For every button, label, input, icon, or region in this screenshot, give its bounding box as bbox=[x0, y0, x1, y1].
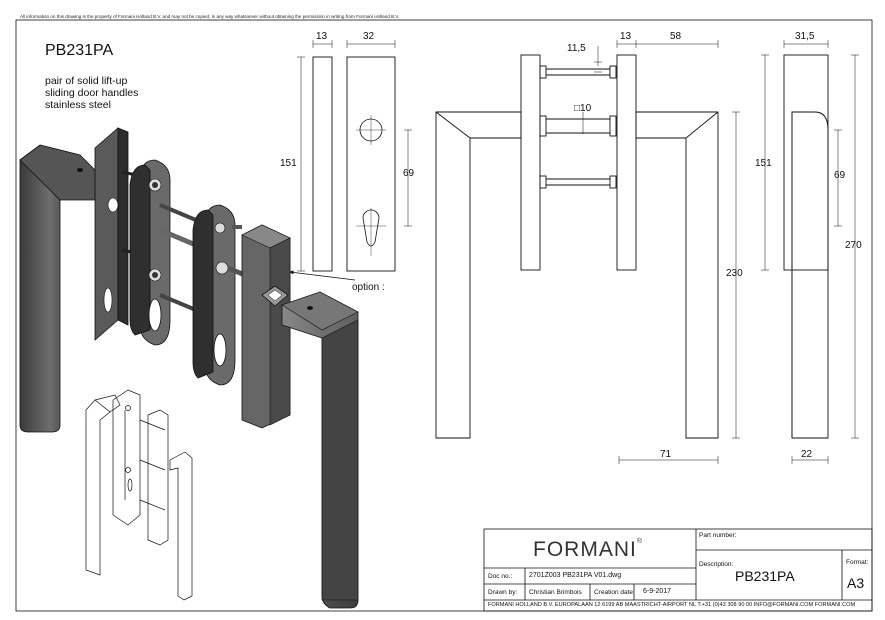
doc-no-value: 2701Z003 PB231PA V01.dwg bbox=[529, 572, 622, 579]
brand-logo: FORMANI® bbox=[533, 538, 643, 562]
creation-date-label: Creation date: bbox=[594, 589, 635, 596]
dim-square-bar: □10 bbox=[574, 103, 592, 114]
description-line: sliding door handles bbox=[45, 87, 139, 99]
brand-logo-text: FORMANI bbox=[533, 538, 637, 561]
description-line: stainless steel bbox=[45, 99, 111, 111]
drawn-by-value: Christian Brimbois bbox=[529, 589, 582, 596]
small-iso-view bbox=[85, 389, 193, 601]
company-footer: FORMANI HOLLAND B.V. EUROPALAAN 12 6199 … bbox=[488, 602, 856, 608]
sheet-border bbox=[15, 19, 873, 612]
property-notice: All information on this drawing is the p… bbox=[20, 14, 400, 19]
dim-projection: 58 bbox=[670, 31, 682, 42]
dim-plate-width: 32 bbox=[363, 31, 375, 42]
doc-no-label: Doc no.: bbox=[488, 573, 513, 580]
description-value: PB231PA bbox=[735, 568, 795, 584]
dim-hole-spacing: 69 bbox=[403, 168, 415, 179]
section-view bbox=[435, 40, 740, 464]
exploded-view bbox=[19, 127, 359, 609]
option-callout: option : bbox=[352, 282, 385, 293]
dim-side-width-2: 13 bbox=[620, 31, 632, 42]
brand-registered-mark: ® bbox=[636, 538, 643, 545]
dim-handle-height: 230 bbox=[726, 268, 743, 279]
format-label: Format: bbox=[846, 559, 869, 566]
drawn-by-label: Drawn by: bbox=[488, 589, 518, 596]
product-title: PB231PA bbox=[45, 42, 114, 59]
dim-right-hole-spacing: 69 bbox=[834, 170, 846, 181]
title-block bbox=[483, 528, 873, 612]
format-value: A3 bbox=[847, 575, 865, 591]
creation-date-value: 6-9-2017 bbox=[643, 588, 672, 595]
description-label: Description: bbox=[699, 561, 734, 568]
product-description: pair of solid lift-up sliding door handl… bbox=[45, 75, 138, 111]
dim-spacer-offset: 11,5 bbox=[567, 43, 586, 54]
dim-total-height: 270 bbox=[845, 240, 862, 251]
dim-right-plate-height: 151 bbox=[755, 158, 772, 169]
dim-plate-height: 151 bbox=[280, 158, 297, 169]
side-view-plate bbox=[297, 40, 333, 272]
dim-side-width: 13 bbox=[316, 31, 328, 42]
dim-grip-width: 22 bbox=[801, 449, 813, 460]
side-elevation bbox=[761, 40, 859, 464]
description-line: pair of solid lift-up bbox=[45, 75, 128, 87]
dim-right-width: 31,5 bbox=[795, 31, 815, 42]
front-view-plate bbox=[346, 40, 412, 272]
part-number-label: Part number: bbox=[699, 532, 737, 539]
dim-handle-depth: 71 bbox=[660, 449, 672, 460]
left-handle-bar bbox=[19, 144, 81, 433]
